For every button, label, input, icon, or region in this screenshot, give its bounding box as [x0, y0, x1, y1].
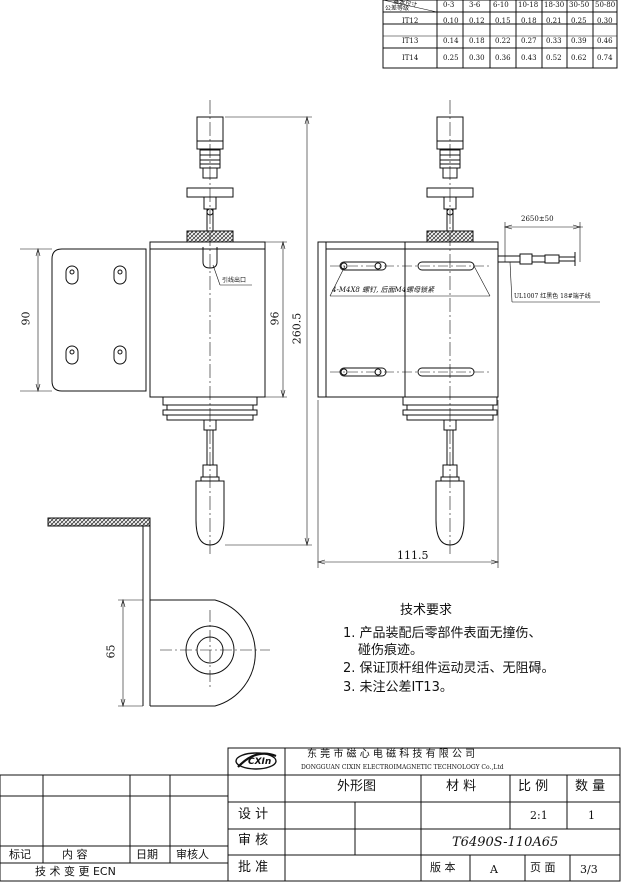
table-col-1: 3-6 — [469, 1, 481, 9]
ecn-header-date: 日期 — [136, 848, 158, 861]
quantity-value: 1 — [588, 809, 595, 822]
dim-width: 111.5 — [397, 549, 429, 562]
ecn-header-content: 内 容 — [62, 848, 88, 861]
wire-exit-label: 引线出口 — [222, 277, 247, 284]
table-cell: 0.12 — [469, 17, 485, 25]
quantity-label: 数 量 — [575, 779, 606, 794]
dim-plate-height: 65 — [104, 644, 118, 659]
table-grade-it13: IT13 — [402, 37, 419, 45]
table-col-4: 18-30 — [544, 1, 565, 9]
keyhole-slots — [65, 265, 127, 365]
dim-total-height: 260.5 — [290, 312, 304, 345]
table-cell: 0.21 — [546, 17, 562, 25]
table-col-5: 30-50 — [569, 1, 590, 9]
table-cell: 0.36 — [495, 54, 511, 62]
table-col-6: 50-80 — [595, 1, 616, 9]
screw-note: 4-M4X8 螺钉, 后面M4螺母锁紧 — [332, 286, 435, 294]
review-label: 审 核 — [238, 833, 269, 848]
table-cell: 0.30 — [597, 17, 613, 25]
table-cell: 0.25 — [443, 54, 459, 62]
drawing-name: 外形图 — [337, 779, 377, 794]
company-logo — [235, 752, 277, 770]
table-col-3: 10-18 — [518, 1, 539, 9]
table-corner-bottom: 公差等级 — [385, 5, 410, 12]
tech-req-item: 3. 未注公差IT13。 — [343, 680, 453, 695]
company-name-cn: 东 莞 市 磁 心 电 磁 科 技 有 限 公 司 — [307, 749, 476, 760]
part-number: T6490S-110A65 — [452, 835, 559, 850]
table-grade-it14: IT14 — [402, 54, 419, 62]
table-cell: 0.52 — [546, 54, 562, 62]
material-label: 材 料 — [446, 779, 477, 794]
scale-value: 2:1 — [530, 809, 548, 822]
table-cell: 0.39 — [571, 37, 587, 45]
dim-body-height: 96 — [268, 311, 282, 326]
table-grade-it12: IT12 — [402, 17, 419, 25]
mounting-slots — [339, 261, 475, 377]
scale-label: 比 例 — [518, 779, 549, 794]
ecn-header-mark: 标记 — [9, 848, 31, 861]
tech-req-item: 2. 保证顶杆组件运动灵活、无阻碍。 — [343, 661, 555, 676]
dim-wire-length: 2650±50 — [521, 215, 554, 223]
table-cell: 0.15 — [495, 17, 511, 25]
ecn-title: 技 术 变 更 ECN — [35, 865, 116, 878]
table-cell: 0.25 — [571, 17, 587, 25]
table-cell: 0.10 — [443, 17, 459, 25]
tech-req-item: 1. 产品装配后零部件表面无撞伤、 — [343, 626, 542, 641]
title-block-grid — [0, 747, 621, 882]
table-cell: 0.27 — [521, 37, 537, 45]
logo-text: CXIn — [248, 757, 272, 767]
table-cell: 0.33 — [546, 37, 562, 45]
table-cell: 0.30 — [469, 54, 485, 62]
table-cell: 0.62 — [571, 54, 587, 62]
dim-bracket-height: 90 — [19, 311, 33, 326]
table-cell: 0.74 — [597, 54, 613, 62]
version-value: A — [490, 863, 498, 876]
table-col-0: 0-3 — [443, 1, 455, 9]
tech-req-title: 技术要求 — [400, 603, 453, 618]
table-cell: 0.43 — [521, 54, 537, 62]
table-cell: 0.14 — [443, 37, 459, 45]
design-label: 设 计 — [238, 807, 269, 822]
front-view — [20, 100, 312, 555]
side-view — [316, 100, 600, 568]
page-label: 页 面 — [530, 861, 556, 874]
table-cell: 0.46 — [597, 37, 613, 45]
tech-req-item: 碰伤痕迹。 — [358, 643, 424, 658]
company-name-en: DONGGUAN CIXIN ELECTROIMAGNETIC TECHNOLO… — [301, 764, 504, 771]
table-cell: 0.18 — [469, 37, 485, 45]
version-label: 版 本 — [430, 861, 456, 874]
wire-spec: UL1007 红黑色 18#端子线 — [514, 293, 591, 300]
tolerance-table-grid — [382, 0, 618, 69]
plate-view — [47, 517, 270, 708]
approve-label: 批 准 — [238, 860, 269, 875]
page-value: 3/3 — [580, 863, 598, 876]
table-cell: 0.18 — [521, 17, 537, 25]
table-col-2: 6-10 — [493, 1, 509, 9]
table-cell: 0.22 — [495, 37, 511, 45]
ecn-header-reviewer: 审核人 — [176, 848, 209, 861]
